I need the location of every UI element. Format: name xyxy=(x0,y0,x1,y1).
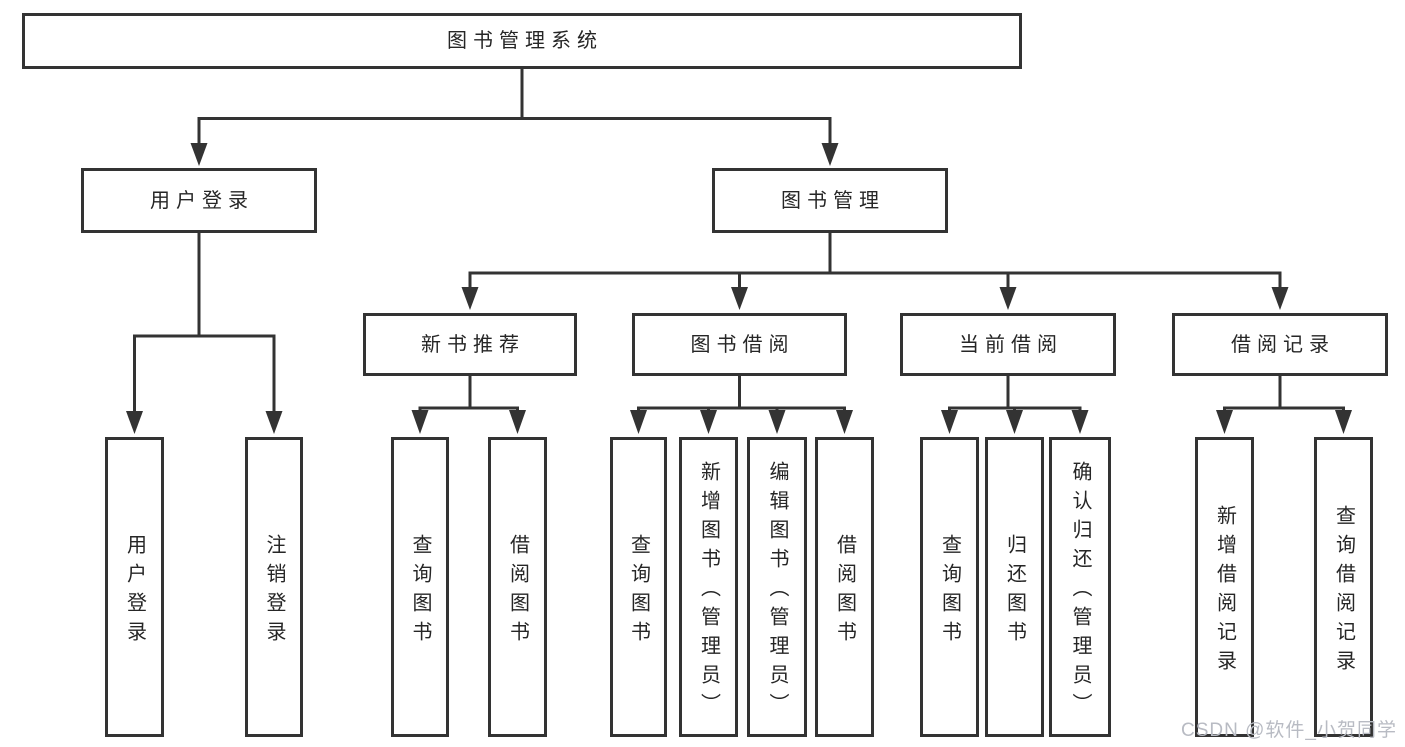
arrowhead-bb-query xyxy=(630,410,647,434)
edge-book-borrow-split xyxy=(637,406,846,411)
arrowhead-rec-query xyxy=(411,410,429,434)
node-book-borrowing: 图书借阅 xyxy=(632,313,847,376)
node-leaf-cb-return-books: 归还图书 xyxy=(985,437,1044,737)
node-leaf-rec-borrow-books: 借阅图书 xyxy=(488,437,547,737)
arrowhead-current-borrow xyxy=(999,287,1017,310)
node-label: 查询借阅记录 xyxy=(1332,504,1355,679)
node-label: 注销登录 xyxy=(263,533,285,650)
node-leaf-rec-query-books: 查询图书 xyxy=(391,437,449,737)
edge-root-split xyxy=(197,117,832,144)
node-label: 图书管理系统 xyxy=(447,30,603,52)
node-leaf-bb-borrow-books: 借阅图书 xyxy=(815,437,874,737)
arrowhead-user-login xyxy=(190,143,208,166)
node-leaf-br-add-record: 新增借阅记录 xyxy=(1195,437,1254,737)
arrowhead-cb-return xyxy=(1006,410,1023,434)
node-current-borrowing: 当前借阅 xyxy=(900,313,1116,376)
node-label: 借阅图书 xyxy=(833,533,856,650)
node-leaf-bb-query-books: 查询图书 xyxy=(610,437,667,737)
node-leaf-user-login: 用户登录 xyxy=(105,437,164,737)
arrowhead-logout-leaf xyxy=(265,411,283,434)
arrowhead-book-borrow xyxy=(731,287,748,310)
edge-book-mgmt-split xyxy=(468,271,1282,289)
node-label: 当前借阅 xyxy=(959,333,1063,356)
arrowhead-bb-borrow xyxy=(836,410,853,434)
node-leaf-br-query-record: 查询借阅记录 xyxy=(1314,437,1373,737)
arrowhead-book-mgmt xyxy=(821,143,839,166)
node-label: 图书管理 xyxy=(781,189,885,212)
node-label: 编辑图书（管理员） xyxy=(766,461,788,722)
node-root-system: 图书管理系统 xyxy=(22,13,1022,69)
edge-new-book-rec-split xyxy=(418,406,519,411)
node-label: 新增借阅记录 xyxy=(1213,504,1236,679)
node-label: 用户登录 xyxy=(123,533,146,650)
node-leaf-bb-edit-books-admin: 编辑图书（管理员） xyxy=(747,437,807,737)
arrowhead-cb-query xyxy=(941,410,958,434)
node-label: 新增图书（管理员） xyxy=(697,461,720,722)
node-leaf-cb-confirm-return-admin: 确认归还（管理员） xyxy=(1049,437,1111,737)
arrowhead-rec-borrow xyxy=(509,410,526,434)
arrowhead-bb-add xyxy=(700,410,717,434)
node-label: 图书借阅 xyxy=(690,333,795,356)
node-label: 新书推荐 xyxy=(421,333,525,356)
arrowhead-br-add xyxy=(1216,410,1233,434)
node-label: 归还图书 xyxy=(1003,533,1026,650)
node-leaf-bb-add-books-admin: 新增图书（管理员） xyxy=(679,437,738,737)
node-new-book-recommend: 新书推荐 xyxy=(363,313,577,376)
watermark: CSDN @软件_小贺同学 xyxy=(1181,720,1397,741)
arrowhead-borrow-record xyxy=(1271,287,1289,310)
node-user-login: 用户登录 xyxy=(81,168,317,233)
arrowhead-login-leaf xyxy=(126,411,143,434)
node-label: 借阅图书 xyxy=(506,533,529,650)
arrowhead-br-query xyxy=(1335,410,1352,434)
node-label: 借阅记录 xyxy=(1231,333,1335,356)
node-book-management: 图书管理 xyxy=(712,168,948,233)
node-label: 确认归还（管理员） xyxy=(1069,461,1091,722)
node-borrowing-records: 借阅记录 xyxy=(1172,313,1388,376)
arrowhead-cb-confirm xyxy=(1071,410,1089,434)
node-leaf-cb-query-books: 查询图书 xyxy=(920,437,979,737)
node-label: 用户登录 xyxy=(150,189,254,212)
edge-borrow-record-split xyxy=(1223,406,1345,411)
node-leaf-logout: 注销登录 xyxy=(245,437,303,737)
node-label: 查询图书 xyxy=(409,533,431,650)
arrowhead-bb-edit xyxy=(768,410,786,434)
node-label: 查询图书 xyxy=(627,533,650,650)
node-label: 查询图书 xyxy=(938,533,961,650)
arrowhead-new-book-rec xyxy=(461,287,479,310)
edge-user-login-split xyxy=(133,334,276,412)
